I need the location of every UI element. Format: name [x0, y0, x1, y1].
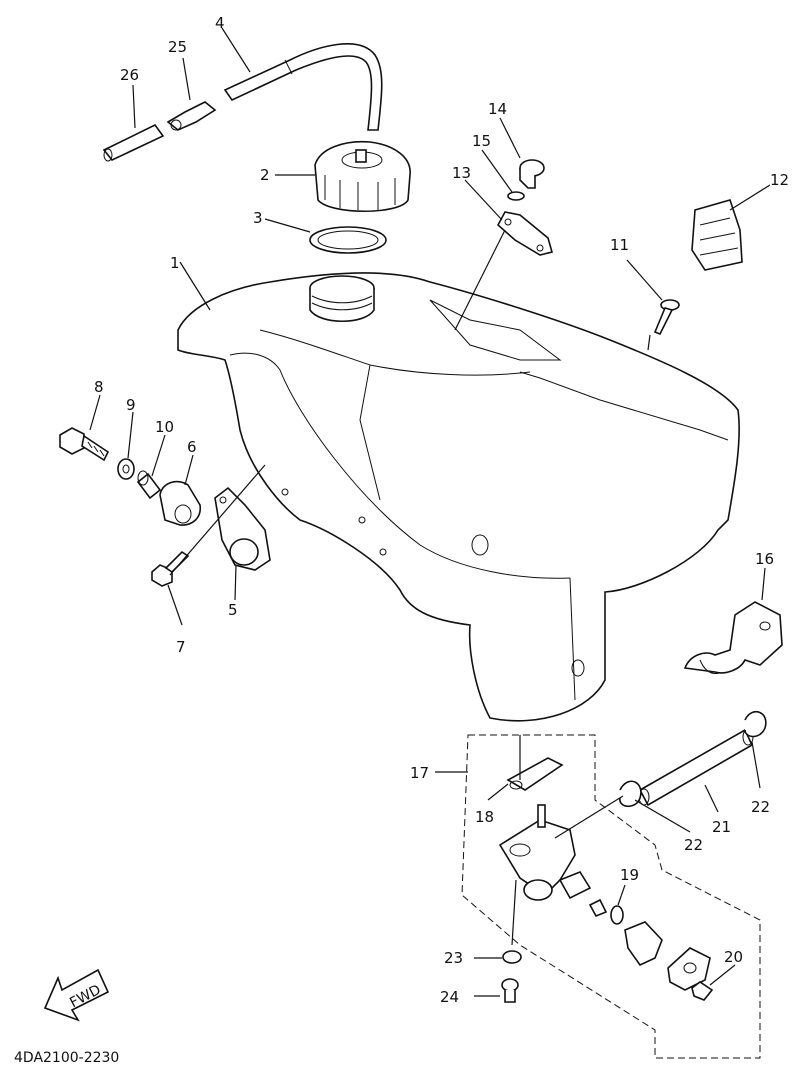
- callout-26: 26: [120, 66, 139, 84]
- bracket-screw: [151, 550, 190, 587]
- clip-right: [744, 710, 767, 738]
- washer: [117, 458, 135, 480]
- callout-21: 21: [712, 818, 731, 836]
- cock-plate: [667, 947, 711, 991]
- callout-1: 1: [170, 254, 180, 272]
- bracket-washer: [507, 191, 525, 201]
- callout-22-right: 22: [751, 798, 770, 816]
- callout-24: 24: [440, 988, 459, 1006]
- callout-20: 20: [724, 948, 743, 966]
- cap-gasket: [309, 226, 387, 254]
- callout-10: 10: [155, 418, 174, 436]
- callout-16: 16: [755, 550, 774, 568]
- fuel-cock: [498, 804, 576, 901]
- clip: [691, 199, 743, 271]
- callout-19: 19: [620, 866, 639, 884]
- callout-7: 7: [176, 638, 186, 656]
- bracket-bolt: [519, 159, 545, 189]
- cock-valve-parts: [558, 871, 663, 967]
- callout-2: 2: [260, 166, 270, 184]
- leader-lines: [89, 27, 771, 997]
- callout-15: 15: [472, 132, 491, 150]
- callout-labels: 1 2 3 4 5 6 7 8 9 10 11 12 13 14 15 16 1…: [94, 14, 789, 1006]
- screw: [653, 299, 680, 336]
- tank-bracket: [496, 211, 553, 256]
- hose-joint: [166, 101, 217, 131]
- tank-holder: [683, 601, 783, 675]
- tank-mount-bracket: [214, 486, 271, 571]
- vent-hose: [102, 123, 165, 162]
- callout-9: 9: [126, 396, 136, 414]
- cock-washer: [502, 950, 522, 964]
- callout-25: 25: [168, 38, 187, 56]
- collar: [136, 470, 162, 500]
- forward-direction-arrow: FWD: [43, 968, 110, 1022]
- callout-3: 3: [253, 209, 263, 227]
- fuel-tank: [177, 272, 740, 722]
- damper: [159, 480, 202, 526]
- callout-5: 5: [228, 601, 238, 619]
- callout-23: 23: [444, 949, 463, 967]
- callout-4: 4: [215, 14, 225, 32]
- callout-11: 11: [610, 236, 629, 254]
- diagram-code: 4DA2100-2230: [14, 1050, 119, 1066]
- callout-17: 17: [410, 764, 429, 782]
- callout-6: 6: [187, 438, 197, 456]
- cock-gasket: [506, 757, 564, 791]
- callout-12: 12: [770, 171, 789, 189]
- callout-18: 18: [475, 808, 494, 826]
- callout-13: 13: [452, 164, 471, 182]
- callout-8: 8: [94, 378, 104, 396]
- cock-screw: [501, 978, 519, 1003]
- plate-screw: [691, 981, 714, 1001]
- rod: [638, 728, 754, 807]
- breather-hose: [223, 43, 383, 131]
- clip-left: [619, 780, 642, 808]
- mounting-bolt: [59, 427, 110, 462]
- callout-22-left: 22: [684, 836, 703, 854]
- fuel-cock-assembly-box: [461, 734, 761, 1059]
- fuel-cap: [314, 140, 411, 212]
- callout-14: 14: [488, 100, 507, 118]
